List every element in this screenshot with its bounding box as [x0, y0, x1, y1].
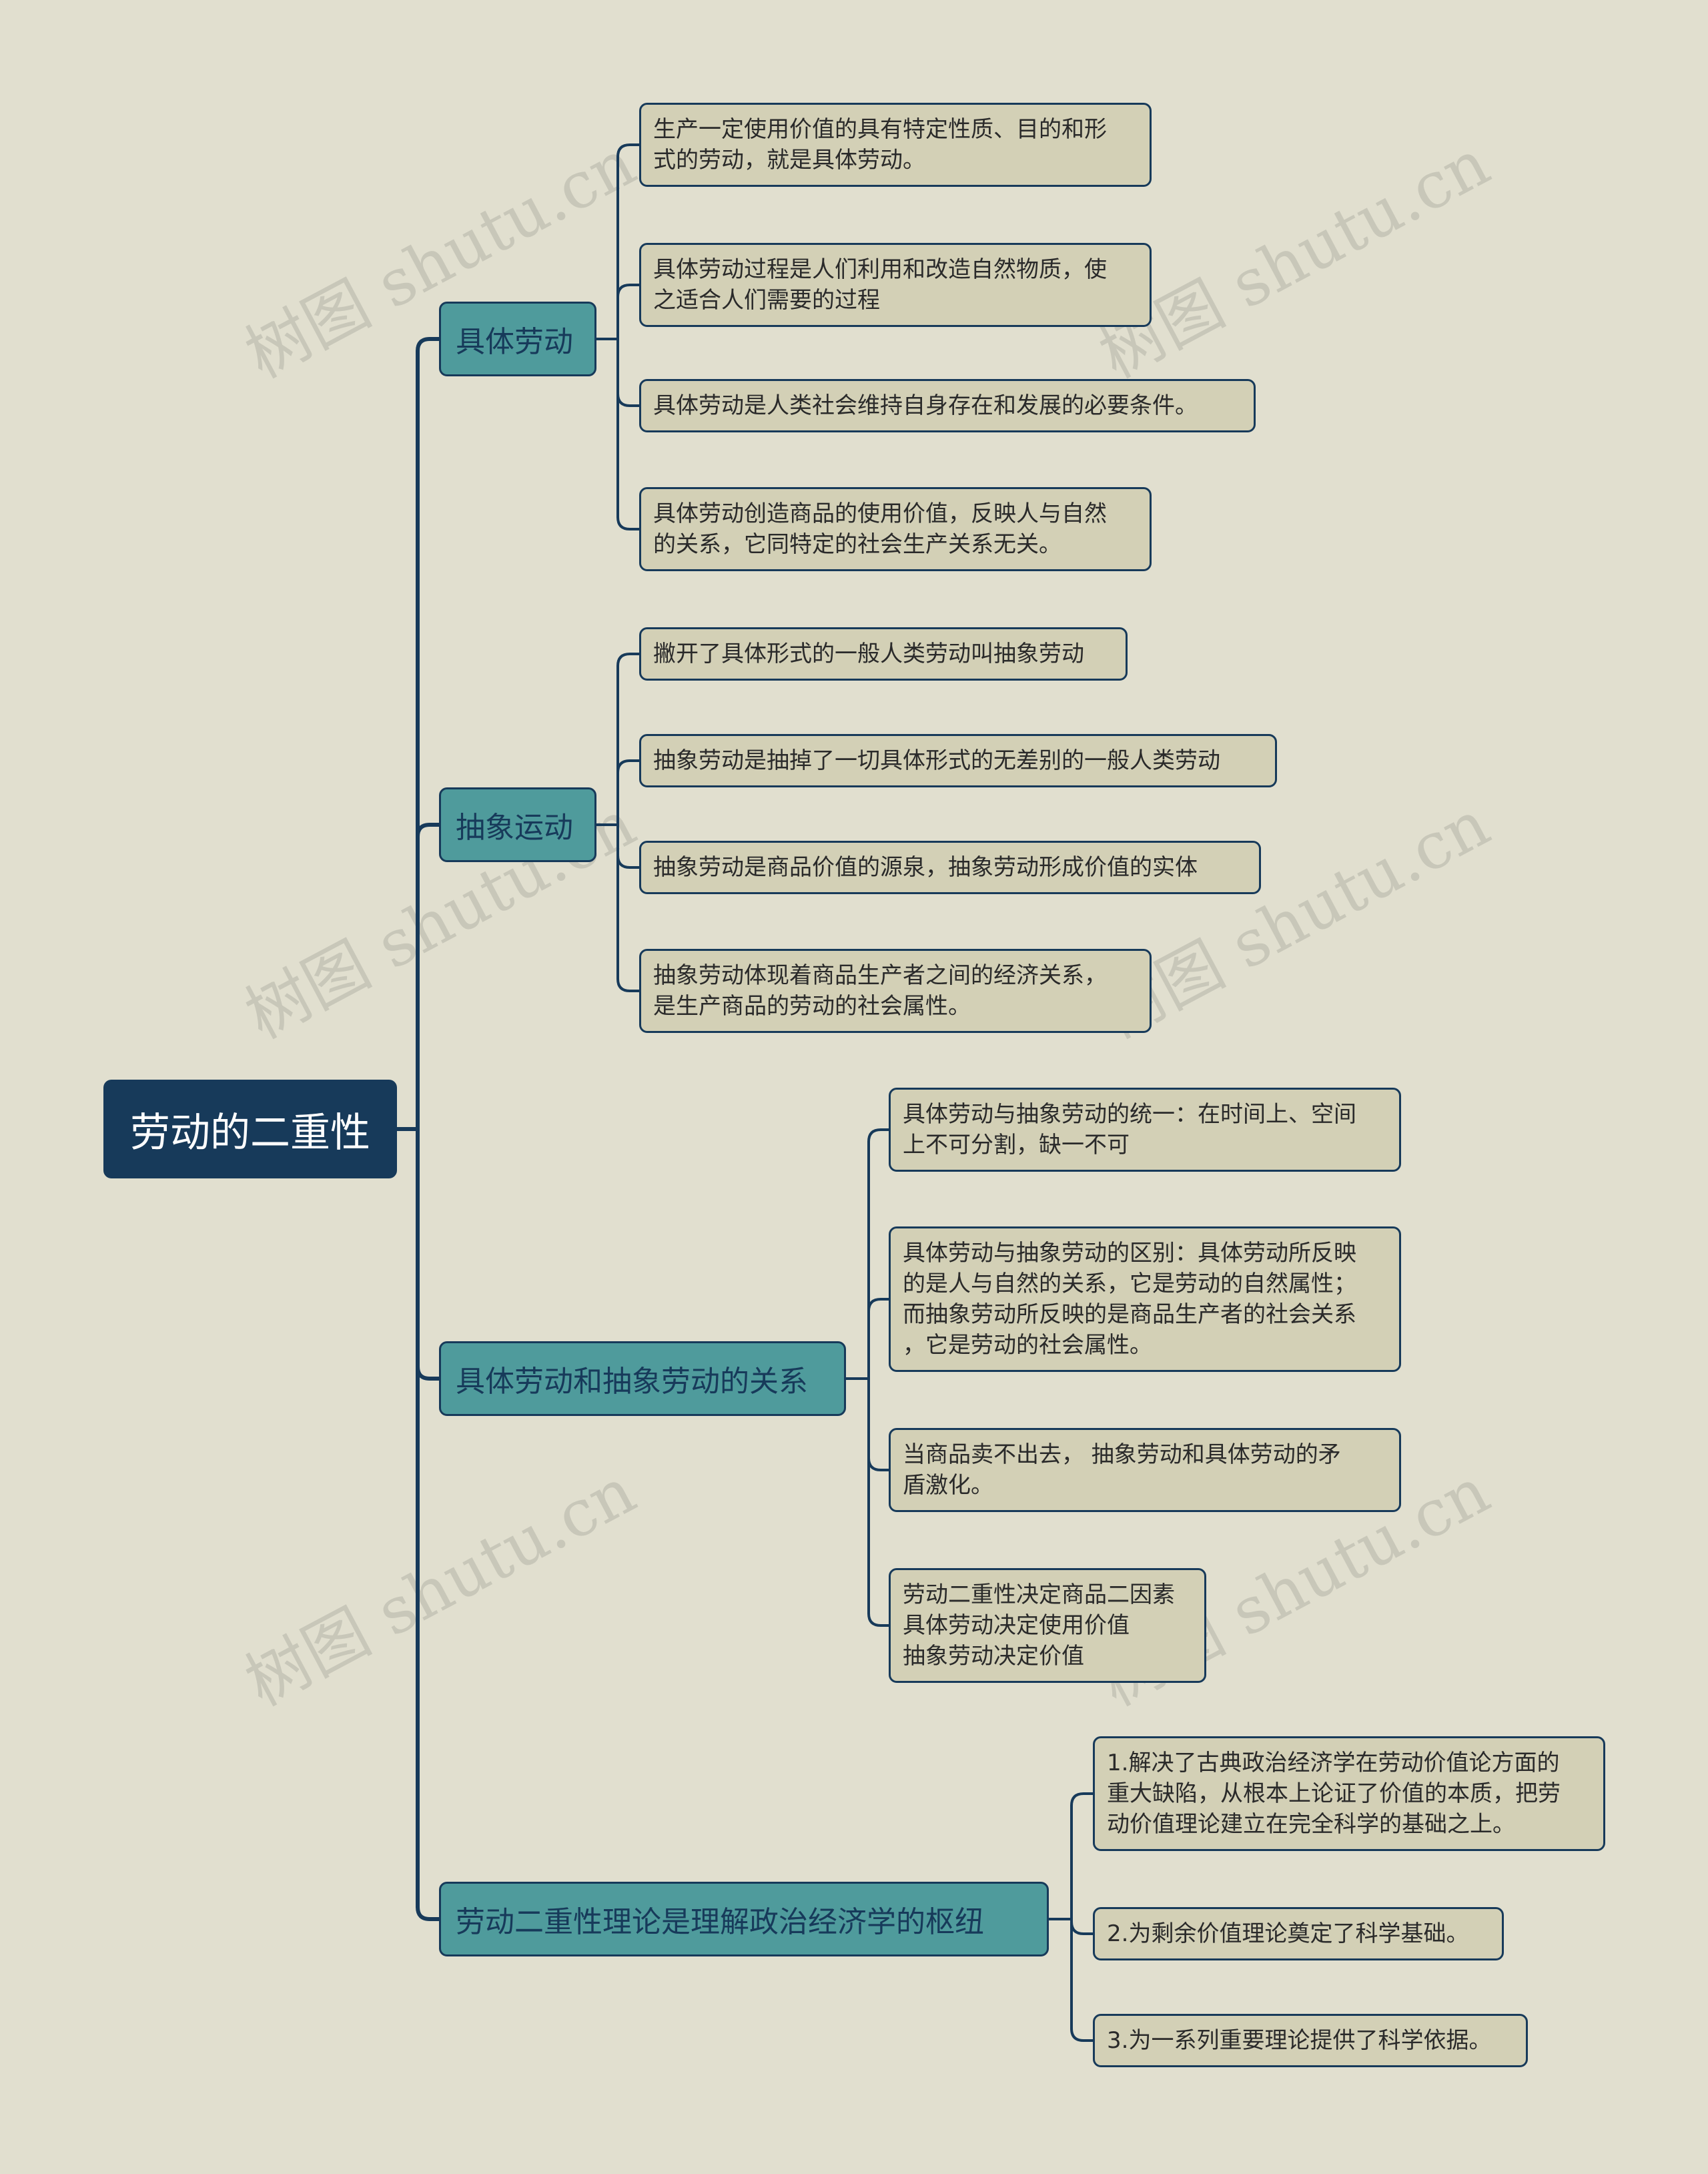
leaf-node[interactable]: 具体劳动与抽象劳动的统一：在时间上、空间 上不可分割，缺一不可: [889, 1088, 1401, 1172]
leaf-node[interactable]: 撇开了具体形式的一般人类劳动叫抽象劳动: [639, 627, 1128, 681]
connector-line: [867, 1457, 890, 1471]
leaf-node[interactable]: 抽象劳动体现着商品生产者之间的经济关系， 是生产商品的劳动的社会属性。: [639, 949, 1152, 1033]
leaf-text-line: 式的劳动，就是具体劳动。: [653, 147, 925, 173]
connector-line: [416, 337, 441, 353]
leaf-text-line: 抽象劳动决定价值: [903, 1643, 1084, 1670]
leaf-node[interactable]: 具体劳动是人类社会维持自身存在和发展的必要条件。: [639, 379, 1256, 432]
leaf-text-line: 而抽象劳动所反映的是商品生产者的社会关系: [903, 1301, 1356, 1328]
leaf-text-line: 具体劳动与抽象劳动的区别：具体劳动所反映: [903, 1240, 1356, 1266]
leaf-text-line: 当商品卖不出去， 抽象劳动和具体劳动的矛: [903, 1441, 1341, 1468]
connector-line: [1070, 1792, 1094, 1807]
leaf-text-line: 具体劳动与抽象劳动的统一：在时间上、空间: [903, 1101, 1356, 1128]
connector-line: [867, 1128, 890, 1143]
leaf-node[interactable]: 劳动二重性决定商品二因素 具体劳动决定使用价值 抽象劳动决定价值: [889, 1568, 1206, 1683]
leaf-node[interactable]: 抽象劳动是商品价值的源泉，抽象劳动形成价值的实体: [639, 841, 1261, 894]
leaf-text-line: 上不可分割，缺一不可: [903, 1132, 1130, 1158]
leaf-text-line: 撇开了具体形式的一般人类劳动叫抽象劳动: [653, 641, 1084, 667]
leaf-text-line: 的是人与自然的关系，它是劳动的自然属性；: [903, 1271, 1356, 1297]
root-label: 劳动的二重性: [130, 1109, 370, 1156]
leaf-text-line: 是生产商品的劳动的社会属性。: [653, 993, 971, 1020]
connector-line: [867, 1612, 890, 1627]
leaf-text-line: 抽象劳动是抽掉了一切具体形式的无差别的一般人类劳动: [653, 747, 1220, 774]
connector-line: [616, 284, 640, 298]
leaf-node[interactable]: 1.解决了古典政治经济学在劳动价值论方面的 重大缺陷，从根本上论证了价值的本质，…: [1093, 1736, 1605, 1851]
connector-line: [616, 854, 640, 869]
leaf-text-line: 具体劳动是人类社会维持自身存在和发展的必要条件。: [653, 392, 1198, 419]
connector-line: [416, 1905, 441, 1921]
connector-line: [616, 653, 640, 667]
branch-node-concrete-labor[interactable]: 具体劳动: [439, 302, 596, 376]
connector-line: [616, 978, 640, 992]
leaf-text-line: 2.为剩余价值理论奠定了科学基础。: [1107, 1920, 1469, 1947]
leaf-text-line: 劳动二重性决定商品二因素: [903, 1581, 1175, 1608]
leaf-text-line: 生产一定使用价值的具有特定性质、目的和形: [653, 116, 1107, 143]
leaf-text-line: 抽象劳动是商品价值的源泉，抽象劳动形成价值的实体: [653, 854, 1198, 881]
leaf-text-line: 具体劳动决定使用价值: [903, 1612, 1130, 1639]
branch-label: 劳动二重性理论是理解政治经济学的枢纽: [456, 1905, 984, 1939]
connector-line: [416, 823, 441, 839]
branch-node-theory-pivot[interactable]: 劳动二重性理论是理解政治经济学的枢纽: [439, 1882, 1049, 1956]
leaf-text-line: 具体劳动过程是人们利用和改造自然物质，使: [653, 256, 1107, 283]
connector-line: [867, 1298, 890, 1313]
connector-line: [616, 516, 640, 530]
connector-line: [616, 392, 640, 407]
leaf-text-line: 3.为一系列重要理论提供了科学依据。: [1107, 2027, 1492, 2054]
branch-label: 具体劳动和抽象劳动的关系: [456, 1365, 808, 1399]
branch-node-abstract-labor[interactable]: 抽象运动: [439, 787, 596, 862]
leaf-node[interactable]: 具体劳动与抽象劳动的区别：具体劳动所反映 的是人与自然的关系，它是劳动的自然属性…: [889, 1226, 1401, 1372]
leaf-node[interactable]: 生产一定使用价值的具有特定性质、目的和形 式的劳动，就是具体劳动。: [639, 103, 1152, 187]
leaf-text-line: 1.解决了古典政治经济学在劳动价值论方面的: [1107, 1750, 1560, 1776]
branch-node-relationship[interactable]: 具体劳动和抽象劳动的关系: [439, 1341, 846, 1416]
connector-line: [1070, 1920, 1094, 1935]
leaf-text-line: 抽象劳动体现着商品生产者之间的经济关系，: [653, 962, 1107, 989]
leaf-node[interactable]: 2.为剩余价值理论奠定了科学基础。: [1093, 1907, 1504, 1960]
leaf-text-line: 的关系，它同特定的社会生产关系无关。: [653, 531, 1061, 558]
connector-line: [1070, 2027, 1094, 2042]
leaf-node[interactable]: 具体劳动过程是人们利用和改造自然物质，使 之适合人们需要的过程: [639, 243, 1152, 327]
leaf-text-line: 重大缺陷，从根本上论证了价值的本质，把劳: [1107, 1780, 1561, 1807]
connector-line: [616, 143, 640, 158]
leaf-text-line: 具体劳动创造商品的使用价值，反映人与自然: [653, 500, 1107, 527]
leaf-node[interactable]: 3.为一系列重要理论提供了科学依据。: [1093, 2014, 1528, 2067]
leaf-node[interactable]: 当商品卖不出去， 抽象劳动和具体劳动的矛 盾激化。: [889, 1428, 1401, 1512]
root-node[interactable]: 劳动的二重性: [103, 1080, 397, 1178]
leaf-node[interactable]: 抽象劳动是抽掉了一切具体形式的无差别的一般人类劳动: [639, 734, 1277, 787]
leaf-text-line: 之适合人们需要的过程: [653, 287, 880, 314]
connector-line: [416, 1365, 441, 1381]
branch-label: 具体劳动: [456, 325, 573, 359]
connector-line: [616, 759, 640, 774]
leaf-text-line: 盾激化。: [903, 1472, 993, 1499]
branch-label: 抽象运动: [456, 811, 573, 845]
leaf-text-line: 动价值理论建立在完全科学的基础之上。: [1107, 1811, 1515, 1838]
leaf-text-line: ，它是劳动的社会属性。: [903, 1332, 1152, 1359]
leaf-node[interactable]: 具体劳动创造商品的使用价值，反映人与自然 的关系，它同特定的社会生产关系无关。: [639, 487, 1152, 571]
